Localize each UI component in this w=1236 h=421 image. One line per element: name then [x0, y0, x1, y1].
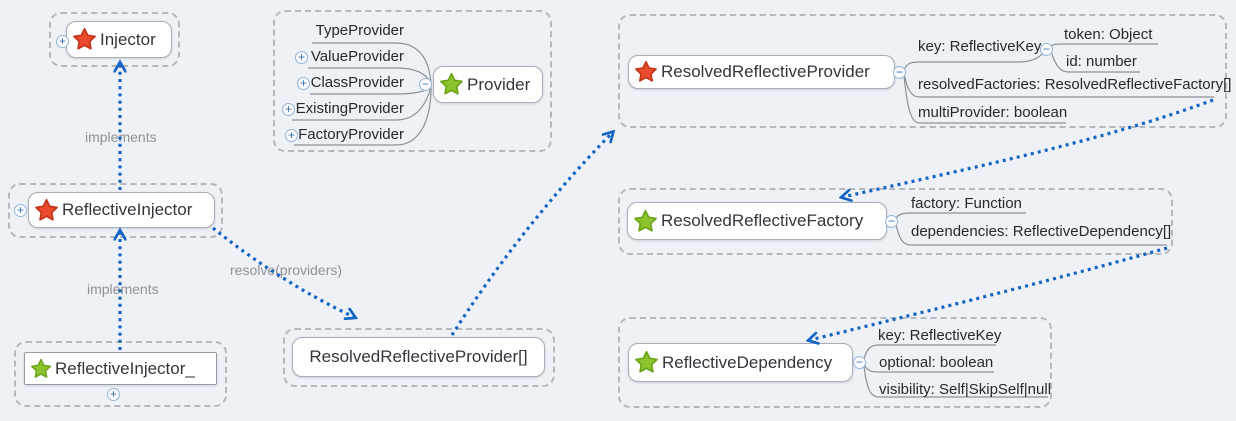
prop-factory[interactable]: factory: Function — [911, 195, 1022, 212]
expand-icon[interactable]: + — [14, 203, 27, 217]
node-label: ResolvedReflectiveProvider — [661, 62, 870, 81]
expand-icon[interactable]: + — [285, 128, 298, 142]
prop-dependencies[interactable]: dependencies: ReflectiveDependency[] — [911, 223, 1172, 240]
node-reflective-injector-impl[interactable]: ReflectiveInjector_ — [24, 352, 217, 385]
node-provider[interactable]: Provider — [433, 66, 543, 103]
edge-label-implements-top: implements — [85, 129, 157, 145]
collapse-icon[interactable]: − — [885, 214, 898, 228]
green-star-icon — [635, 350, 658, 373]
variant-existing-provider[interactable]: ExistingProvider — [295, 100, 404, 117]
edge-label-resolve: resolve(providers) — [230, 262, 343, 278]
edge-array-to-resolved-provider — [450, 133, 612, 336]
node-label: Injector — [100, 29, 156, 49]
node-label: Provider — [467, 74, 531, 94]
expand-icon[interactable]: + — [282, 102, 295, 116]
expand-icon[interactable]: + — [107, 387, 120, 401]
prop-resolved-factories[interactable]: resolvedFactories: ResolvedReflectiveFac… — [918, 76, 1232, 93]
expand-icon[interactable]: + — [297, 76, 310, 90]
node-label: ResolvedReflectiveProvider[] — [309, 347, 528, 366]
prop-token[interactable]: token: Object — [1064, 26, 1153, 43]
red-star-icon — [73, 27, 96, 50]
resolved-provider-array-group — [283, 328, 555, 387]
prop-dep-visibility[interactable]: visibility: Self|SkipSelf|null — [879, 381, 1052, 398]
node-reflective-dependency[interactable]: ReflectiveDependency — [628, 343, 853, 382]
red-star-icon — [635, 60, 657, 82]
expand-icon[interactable]: + — [295, 50, 308, 64]
node-resolved-reflective-factory[interactable]: ResolvedReflectiveFactory — [627, 202, 887, 240]
prop-key[interactable]: key: ReflectiveKey — [918, 38, 1042, 55]
node-resolved-reflective-provider[interactable]: ResolvedReflectiveProvider — [628, 55, 895, 89]
red-star-icon — [35, 198, 58, 221]
node-label: ReflectiveInjector — [62, 200, 193, 219]
prop-dep-optional[interactable]: optional: boolean — [879, 354, 994, 371]
collapse-icon[interactable]: − — [1040, 42, 1053, 56]
collapse-icon[interactable]: − — [853, 355, 866, 369]
node-label: ReflectiveDependency — [662, 352, 833, 372]
green-star-icon — [440, 72, 463, 95]
provider-group — [273, 10, 552, 152]
node-resolved-provider-array[interactable]: ResolvedReflectiveProvider[] — [292, 337, 545, 377]
variant-factory-provider[interactable]: FactoryProvider — [298, 126, 404, 143]
green-star-icon — [634, 209, 657, 232]
node-injector[interactable]: Injector — [66, 21, 172, 58]
node-reflective-injector[interactable]: ReflectiveInjector — [28, 192, 215, 228]
collapse-icon[interactable]: − — [893, 65, 906, 79]
green-star-icon — [31, 358, 51, 378]
collapse-icon[interactable]: − — [419, 77, 432, 91]
prop-id[interactable]: id: number — [1066, 53, 1137, 70]
node-label: ReflectiveInjector_ — [55, 358, 195, 378]
prop-dep-key[interactable]: key: ReflectiveKey — [878, 327, 1002, 344]
edge-label-implements-bottom: implements — [87, 281, 159, 297]
expand-icon[interactable]: + — [56, 34, 69, 48]
variant-type-provider[interactable]: TypeProvider — [315, 22, 404, 39]
node-label: ResolvedReflectiveFactory — [661, 211, 864, 230]
prop-multi-provider[interactable]: multiProvider: boolean — [918, 104, 1068, 121]
